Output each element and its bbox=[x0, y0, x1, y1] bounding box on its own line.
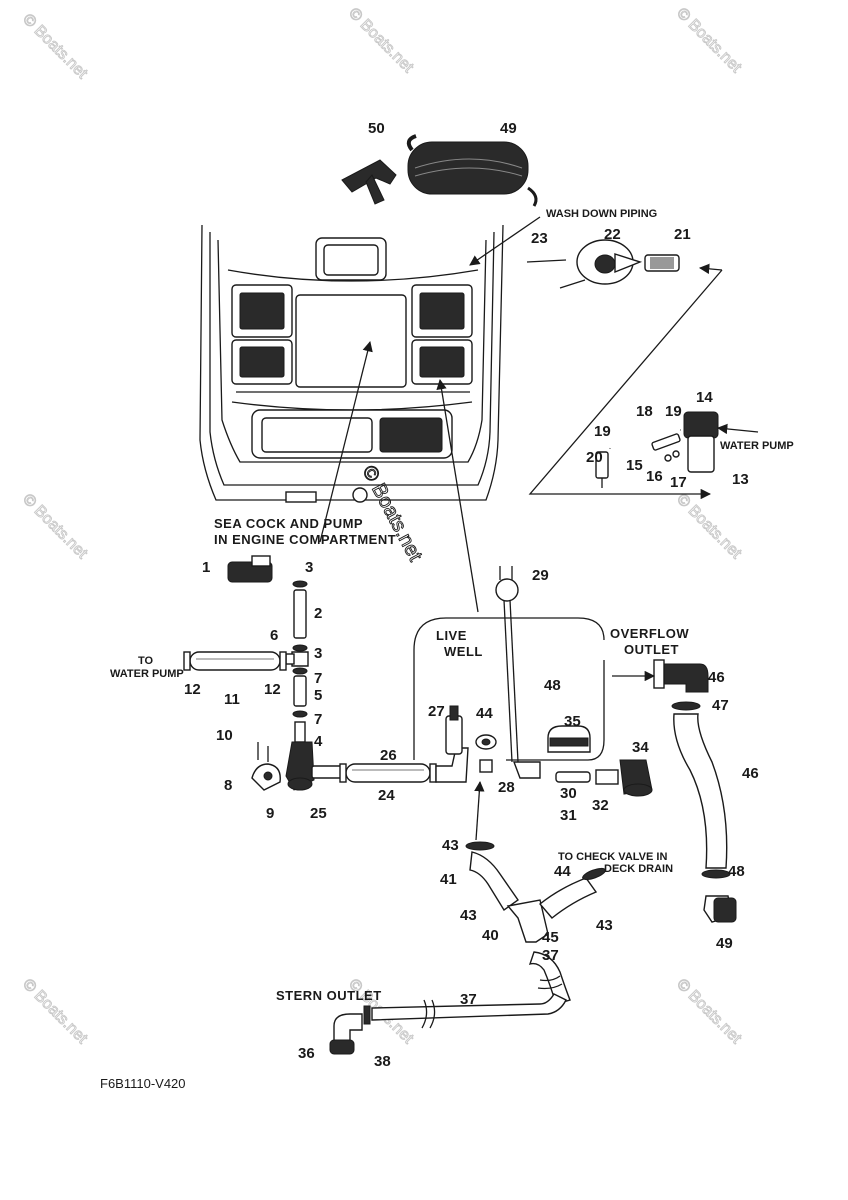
label-to-water-pump: WATER PUMP bbox=[110, 668, 184, 680]
label-sea-cock-line2: IN ENGINE COMPARTMENT bbox=[214, 532, 396, 547]
callout-46: 47 bbox=[712, 697, 729, 714]
boat-deck-illustration bbox=[199, 224, 504, 503]
label-live-well-line2: WELL bbox=[444, 644, 483, 659]
callout-15: 15 bbox=[626, 457, 643, 474]
callout-45: 46 bbox=[742, 765, 759, 782]
callout-34: 35 bbox=[564, 713, 581, 730]
callout-9: 9 bbox=[266, 805, 274, 822]
callout-31: 31 bbox=[560, 807, 577, 824]
callout-2: 2 bbox=[314, 605, 322, 622]
callout-29: 29 bbox=[532, 567, 549, 584]
watermark: © Boats.net bbox=[19, 976, 91, 1048]
callout-43b: 45 bbox=[542, 929, 559, 946]
watermark: © Boats.net bbox=[19, 11, 91, 83]
callout-16: 16 bbox=[646, 468, 663, 485]
overflow-outlet-hose bbox=[612, 659, 737, 923]
callout-21: 21 bbox=[674, 226, 691, 243]
callout-17: 17 bbox=[670, 474, 687, 491]
callout-30: 30 bbox=[560, 785, 577, 802]
label-wash-down-piping: WASH DOWN PIPING bbox=[546, 208, 657, 220]
callout-27: 27 bbox=[428, 703, 445, 720]
callout-5: 5 bbox=[314, 687, 322, 704]
callout-11: 11 bbox=[224, 691, 240, 708]
callout-37b: 38 bbox=[374, 1053, 391, 1070]
callout-43: 44 bbox=[554, 863, 571, 880]
callout-33: 34 bbox=[632, 739, 649, 756]
callout-49: 49 bbox=[500, 120, 517, 137]
callout-3: 3 bbox=[305, 559, 313, 576]
callout-37: 37 bbox=[542, 947, 559, 964]
callout-48: 48 bbox=[544, 677, 561, 694]
callout-28: 28 bbox=[498, 779, 515, 796]
label-live-well: LIVE bbox=[436, 628, 467, 643]
callout-36: 37 bbox=[460, 991, 477, 1008]
callout-13: 13 bbox=[732, 471, 749, 488]
label-check-valve: TO CHECK VALVE IN bbox=[558, 851, 667, 863]
washdown-hose-coil bbox=[406, 134, 538, 207]
label-water-pump: WATER PUMP bbox=[720, 440, 794, 452]
diagram-code: F6B1110-V420 bbox=[100, 1076, 186, 1091]
callout-4: 6 bbox=[270, 627, 278, 644]
callout-50: 50 bbox=[368, 120, 385, 137]
label-deck-drain: DECK DRAIN bbox=[604, 863, 673, 875]
callout-40: 43 bbox=[442, 837, 459, 854]
callout-39: 41 bbox=[440, 871, 457, 888]
callout-14: 14 bbox=[696, 389, 713, 406]
callout-41: 44 bbox=[476, 705, 493, 722]
callout-32: 32 bbox=[592, 797, 609, 814]
callout-8: 8 bbox=[224, 777, 232, 794]
callout-7b: 7 bbox=[314, 711, 322, 728]
sea-cock-assembly bbox=[183, 555, 343, 791]
callout-25: 25 bbox=[310, 805, 327, 822]
callout-6: 4 bbox=[314, 733, 323, 750]
callout-26: 26 bbox=[380, 747, 397, 764]
live-well-fittings bbox=[445, 566, 653, 841]
callout-38: 40 bbox=[482, 927, 499, 944]
label-stern-outlet: STERN OUTLET bbox=[276, 988, 382, 1003]
watermark: © Boats.net bbox=[358, 462, 427, 565]
water-pump-assembly bbox=[595, 411, 719, 488]
callout-7: 7 bbox=[314, 670, 322, 687]
label-overflow-outlet: OUTLET bbox=[624, 642, 679, 657]
callout-19b: 19 bbox=[594, 423, 611, 440]
callout-18: 18 bbox=[636, 403, 653, 420]
callout-24: 24 bbox=[378, 787, 395, 804]
text-labels: WASH DOWN PIPING WATER PUMP SEA COCK AND… bbox=[100, 208, 794, 1091]
spray-nozzle bbox=[341, 159, 397, 205]
callout-40b: 43 bbox=[460, 907, 477, 924]
callout-20: 20 bbox=[586, 449, 603, 466]
callout-3b: 3 bbox=[314, 645, 322, 662]
watermark: © Boats.net bbox=[673, 5, 745, 77]
label-sea-cock: SEA COCK AND PUMP bbox=[214, 516, 363, 531]
callout-22: 22 bbox=[604, 226, 621, 243]
drain-piping bbox=[329, 841, 606, 1055]
callout-numbers: 50 49 23 22 21 18 19 14 19 20 15 16 17 1… bbox=[184, 120, 759, 1070]
callout-19: 19 bbox=[665, 403, 682, 420]
watermark: © Boats.net bbox=[673, 491, 745, 563]
watermark: © Boats.net bbox=[345, 5, 417, 77]
watermark: © Boats.net bbox=[673, 976, 745, 1048]
label-overflow: OVERFLOW bbox=[610, 626, 689, 641]
callout-12b: 12 bbox=[264, 681, 281, 698]
label-to: TO bbox=[138, 655, 154, 667]
callout-10: 10 bbox=[216, 727, 233, 744]
callout-47: 49 bbox=[716, 935, 733, 952]
callout-35: 36 bbox=[298, 1045, 315, 1062]
callout-44: 46 bbox=[708, 669, 725, 686]
watermark: © Boats.net bbox=[19, 491, 91, 563]
callout-46b: 48 bbox=[728, 863, 745, 880]
callout-12: 12 bbox=[184, 681, 201, 698]
hose-24 bbox=[339, 747, 469, 783]
callout-1: 1 bbox=[202, 559, 210, 576]
callout-42: 43 bbox=[596, 917, 613, 934]
wash-down-fittings bbox=[526, 239, 680, 289]
callout-23: 23 bbox=[531, 230, 548, 247]
